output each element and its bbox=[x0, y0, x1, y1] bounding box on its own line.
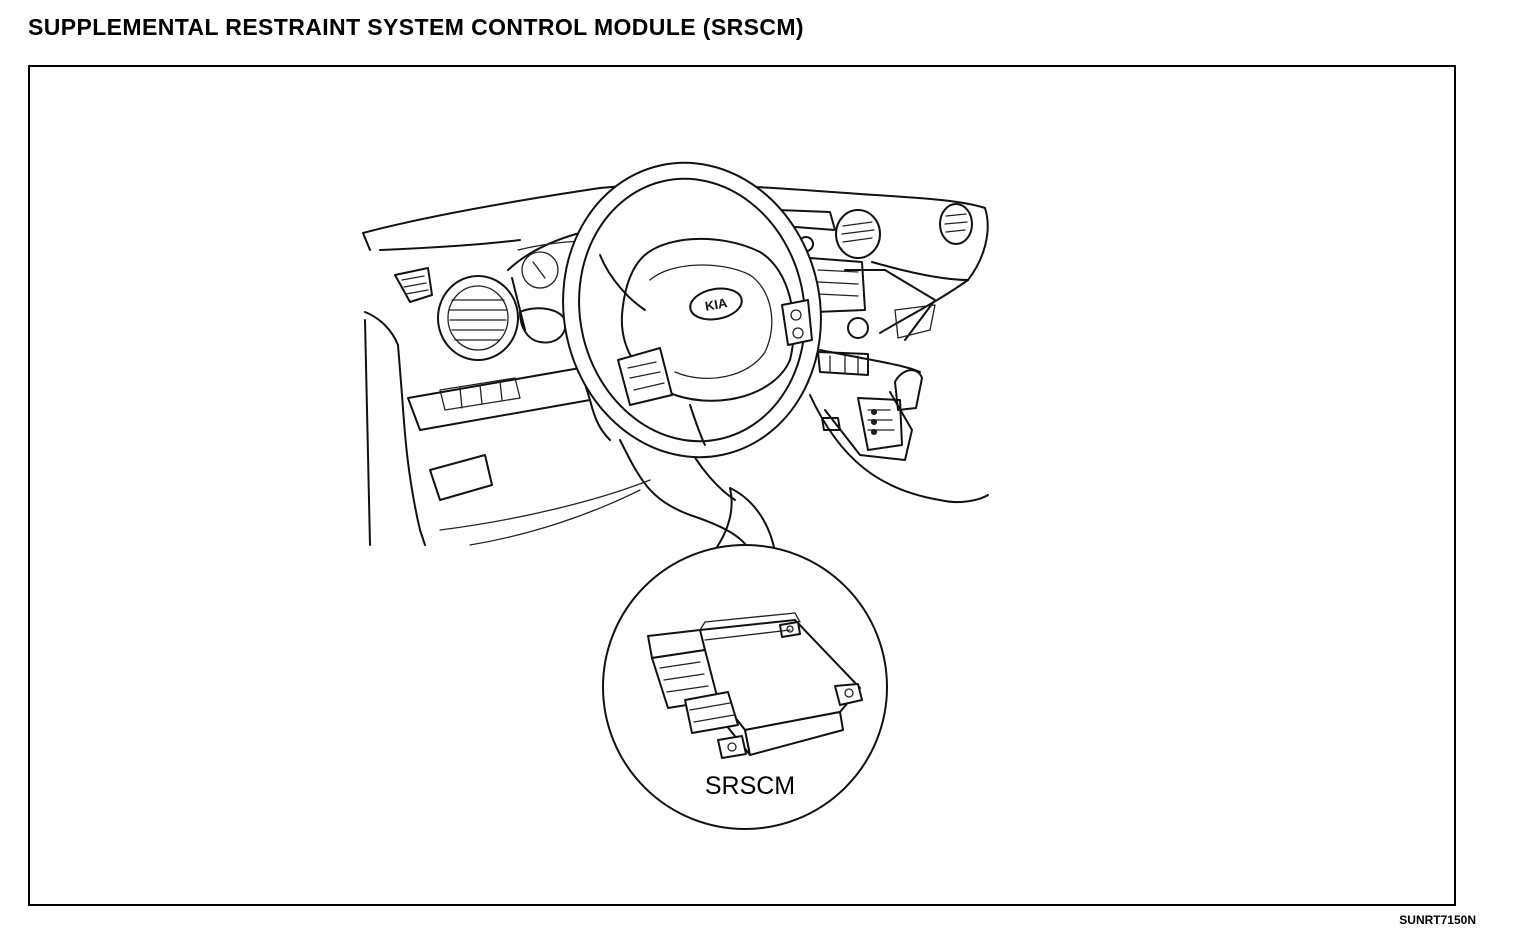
kia-logo: KIA bbox=[704, 295, 729, 314]
srscm-callout-label: SRSCM bbox=[704, 772, 796, 800]
left-vents bbox=[394, 267, 591, 501]
figure-frame bbox=[28, 65, 1456, 906]
steering-wheel: KIA bbox=[562, 161, 822, 459]
gear-shifter bbox=[821, 369, 923, 451]
srscm-module-illustration bbox=[647, 612, 863, 759]
page-title: SUPPLEMENTAL RESTRAINT SYSTEM CONTROL MO… bbox=[28, 14, 804, 40]
dashboard-outline bbox=[362, 183, 989, 546]
figure-code: SUNRT7150N bbox=[1399, 913, 1476, 927]
